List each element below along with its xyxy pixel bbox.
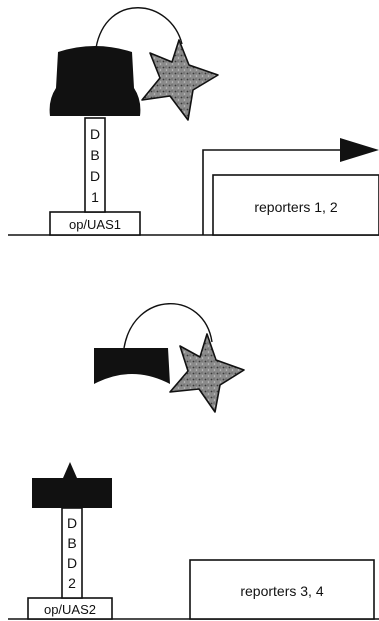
reporter-box-2 xyxy=(189,559,375,620)
dbd-letter: B xyxy=(90,147,99,163)
reporter-box-1 xyxy=(212,174,379,236)
dbd-letter: D xyxy=(90,168,100,184)
op-uas-box-2-label: op/UAS2 xyxy=(44,602,96,617)
dbd-letter: D xyxy=(90,126,100,142)
reporter-box-1-label: reporters 1, 2 xyxy=(254,199,337,215)
dbd-letter: 1 xyxy=(91,189,99,205)
dbd-bait-block-2 xyxy=(32,462,112,508)
reporter-box-2-label: reporters 3, 4 xyxy=(240,583,323,599)
dbd-letter: B xyxy=(67,535,76,551)
star-icon xyxy=(169,333,245,413)
op-uas-box-1-label: op/UAS1 xyxy=(69,217,121,232)
arrow-head-icon xyxy=(340,138,379,162)
panel-2: reporters 3, 4 op/UAS2 D B D 2 xyxy=(8,303,379,620)
activation-domain-1 xyxy=(49,46,141,116)
dbd-letter: 2 xyxy=(68,575,76,591)
interaction-arc-1 xyxy=(95,7,183,49)
dbd-letter: D xyxy=(67,515,77,531)
transcription-arrow-1 xyxy=(202,149,345,235)
star-icon xyxy=(141,39,219,121)
activation-domain-2 xyxy=(94,348,170,384)
dbd-column-1 xyxy=(84,117,106,213)
interaction-arc-2 xyxy=(123,303,213,349)
dbd-letter: D xyxy=(67,555,77,571)
panel-1: reporters 1, 2 op/UAS1 D B D 1 xyxy=(8,7,379,236)
